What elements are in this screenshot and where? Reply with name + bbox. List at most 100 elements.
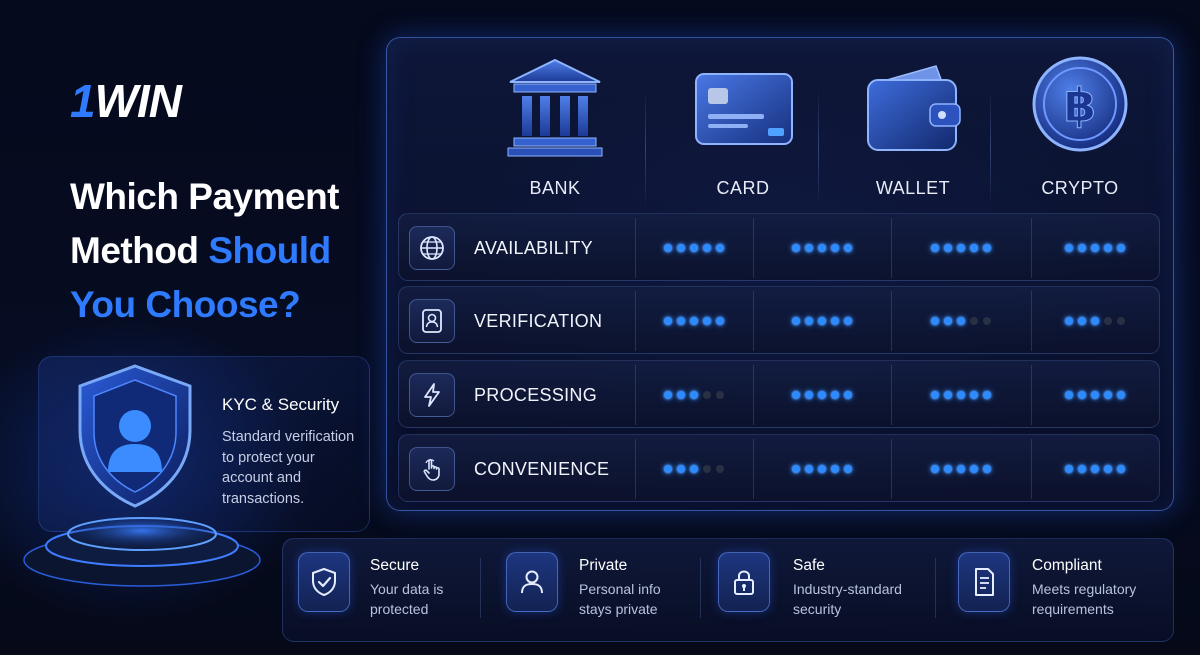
rating-cell-wallet [891,435,1031,503]
rating-row-processing: PROCESSING [398,360,1160,428]
rating-dot-filled [690,317,698,325]
rating-dot-filled [677,391,685,399]
row-label-convenience: CONVENIENCE [474,459,610,479]
rating-cell-crypto [1031,214,1159,282]
rating-dot-empty [970,317,978,325]
rating-dot-filled [818,317,826,325]
rating-dot-filled [957,244,965,252]
rating-dot-filled [1117,244,1125,252]
method-crypto: ฿ CRYPTO [1005,52,1155,202]
method-card: CARD [668,52,818,202]
rating-dot-empty [703,465,711,473]
column-divider [645,88,646,208]
shield-user-icon [78,364,192,508]
cell-divider [635,365,636,425]
rating-dot-filled [792,244,800,252]
feature-text-compliant: Meets regulatory requirements [1032,581,1137,617]
rating-dot-filled [957,317,965,325]
cell-divider [753,218,754,278]
feature-title-secure: Secure [370,557,420,574]
rating-dot-filled [1091,465,1099,473]
row-label-processing: PROCESSING [474,385,598,405]
rating-dot-filled [690,391,698,399]
globe-icon [409,226,455,270]
kyc-description: Standard verification to protect your ac… [222,429,355,507]
method-label-crypto: CRYPTO [1041,178,1119,198]
cell-divider [1031,439,1032,499]
rating-dot-filled [805,465,813,473]
feature-divider [700,558,701,618]
rating-dot-filled [983,465,991,473]
rating-cell-wallet [891,287,1031,355]
rating-dot-filled [664,391,672,399]
cell-divider [1031,218,1032,278]
cell-divider [891,439,892,499]
rating-dot-filled [1065,465,1073,473]
logo-word: WIN [94,75,182,127]
touch-icon [409,447,455,491]
document-icon [958,552,1010,612]
title-line-2-blue: Should [208,230,331,271]
rating-dot-filled [792,465,800,473]
column-divider [818,88,819,208]
feature-text-private: Personal info stays private [579,581,661,617]
rating-cell-card [753,287,891,355]
column-divider [990,88,991,208]
rating-dot-filled [664,465,672,473]
rating-dot-filled [690,244,698,252]
page-title: Which Payment Method Should You Choose? [70,170,380,332]
rating-row-convenience: CONVENIENCE [398,434,1160,502]
rating-cell-bank [635,287,753,355]
cell-divider [1031,291,1032,351]
rating-dot-filled [1117,391,1125,399]
rating-dot-filled [831,465,839,473]
title-line-1: Which Payment [70,176,340,217]
feature-title-private: Private [579,557,628,574]
rating-dot-filled [1078,465,1086,473]
rating-dot-filled [957,391,965,399]
pedestal-glow [23,517,261,587]
cell-divider [891,218,892,278]
rating-dot-filled [1104,244,1112,252]
cell-divider [635,439,636,499]
rating-dot-filled [831,317,839,325]
rating-dot-filled [716,244,724,252]
rating-dot-filled [970,244,978,252]
rating-dot-filled [818,391,826,399]
feature-divider [935,558,936,618]
rating-dot-filled [983,391,991,399]
rating-cell-crypto [1031,361,1159,429]
rating-dot-filled [1078,391,1086,399]
rating-dot-empty [716,391,724,399]
rating-cell-card [753,435,891,503]
cell-divider [635,291,636,351]
rating-dot-filled [944,391,952,399]
rating-dot-filled [983,244,991,252]
rating-dot-filled [664,317,672,325]
rating-dot-filled [677,317,685,325]
rating-dot-filled [677,465,685,473]
rating-dot-filled [931,391,939,399]
wallet-icon [867,65,961,151]
id-badge-icon [409,299,455,343]
rating-dot-empty [1104,317,1112,325]
feature-text-secure: Your data is protected [370,581,444,617]
rating-cell-bank [635,435,753,503]
rating-dot-empty [1117,317,1125,325]
rating-dot-filled [970,465,978,473]
rating-dot-filled [931,244,939,252]
kyc-title: KYC & Security [222,395,340,414]
rating-cell-crypto [1031,287,1159,355]
rating-dot-filled [1091,391,1099,399]
rating-dot-filled [931,317,939,325]
feature-text-safe: Industry-standard security [793,581,902,617]
row-label-availability: AVAILABILITY [474,238,593,258]
rating-dot-empty [983,317,991,325]
rating-cell-bank [635,361,753,429]
rating-dot-filled [844,317,852,325]
rating-dot-filled [931,465,939,473]
feature-title-compliant: Compliant [1032,557,1102,574]
padlock-icon [718,552,770,612]
lightning-icon [409,373,455,417]
rating-dot-filled [844,465,852,473]
